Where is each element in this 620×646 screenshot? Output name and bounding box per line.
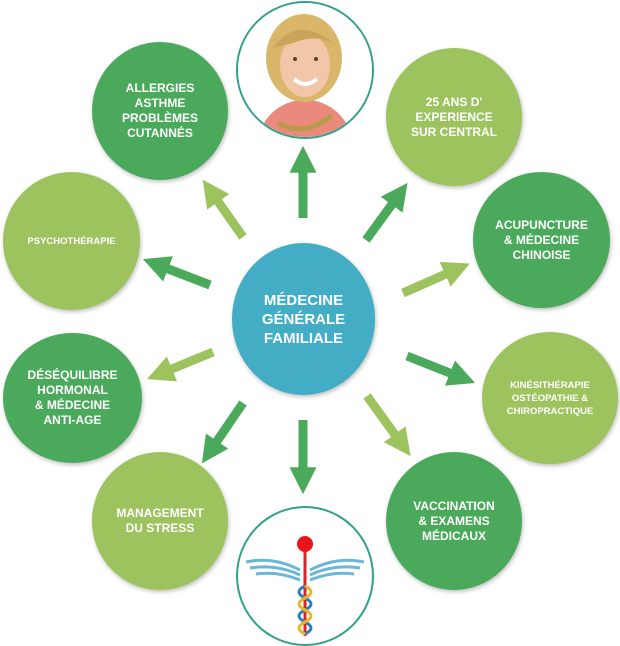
node-desequilibre: DÉSÉQUILIBRE HORMONAL & MÉDECINE ANTI-AG…: [3, 333, 142, 463]
arrow-lower-right: [405, 351, 476, 386]
node-label: ACUPUNCTURE & MÉDECINE CHINOISE: [495, 217, 588, 262]
node-label: ALLERGIES ASTHME PROBLÈMES CUTANNÉS: [121, 81, 198, 140]
arrow-down-left: [201, 400, 247, 464]
node-label: VACCINATION & EXAMENS MÉDICAUX: [413, 498, 495, 543]
node-acupuncture: ACUPUNCTURE & MÉDECINE CHINOISE: [473, 172, 610, 308]
portrait-icon: [238, 3, 372, 137]
node-label: KINÉSITHÉRAPIE OSTÉOPATHIE & CHIROPRACTI…: [506, 379, 594, 417]
node-label: 25 ANS D' EXPERIENCE SUR CENTRAL: [411, 94, 497, 139]
center-label: MÉDECINE GÉNÉRALE FAMILIALE: [261, 291, 346, 347]
arrow-lower-left: [147, 347, 215, 382]
arrow-down-right: [363, 393, 411, 457]
node-kinesitherapie: KINÉSITHÉRAPIE OSTÉOPATHIE & CHIROPRACTI…: [482, 332, 618, 464]
node-management-stress: MANAGEMENT DU STRESS: [92, 452, 228, 590]
node-label: MANAGEMENT DU STRESS: [116, 506, 204, 535]
center-node: MÉDECINE GÉNÉRALE FAMILIALE: [232, 243, 375, 395]
arrow-right: [401, 262, 470, 298]
node-vaccination: VACCINATION & EXAMENS MÉDICAUX: [386, 452, 522, 590]
arrow-left: [142, 256, 212, 290]
node-allergies: ALLERGIES ASTHME PROBLÈMES CUTANNÉS: [92, 42, 228, 180]
node-label: PSYCHOTHÉRAPIE: [27, 235, 116, 247]
caduceus-logo: [236, 506, 374, 646]
node-label: DÉSÉQUILIBRE HORMONAL & MÉDECINE ANTI-AG…: [27, 368, 118, 427]
node-psychotherapie: PSYCHOTHÉRAPIE: [3, 172, 140, 310]
doctor-portrait: [236, 1, 374, 139]
node-experience: 25 ANS D' EXPERIENCE SUR CENTRAL: [386, 48, 522, 186]
caduceus-icon: [245, 536, 365, 636]
arrow-up-right: [362, 182, 408, 243]
arrow-up-left: [202, 179, 247, 240]
